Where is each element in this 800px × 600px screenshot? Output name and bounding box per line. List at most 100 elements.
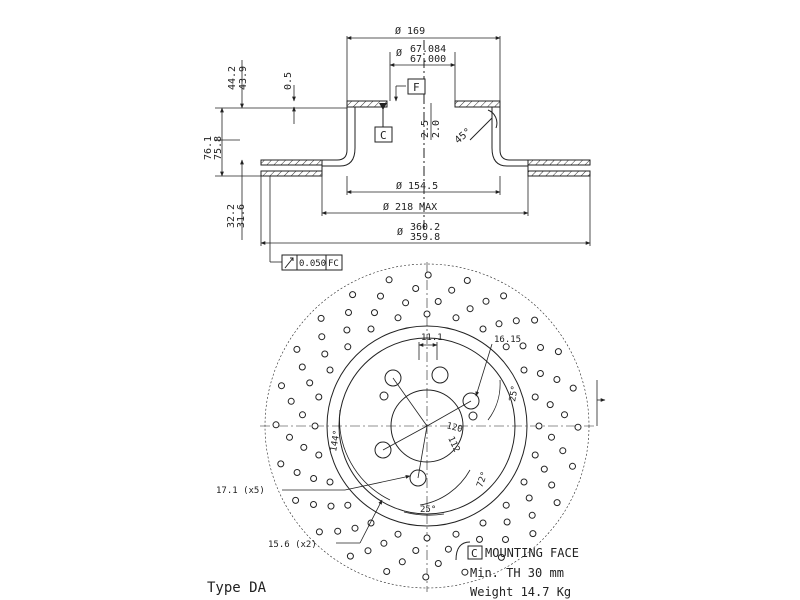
drill-hole [367,325,375,333]
drill-hole [321,350,329,358]
hole-spec-1: 17.1 (x5) [216,486,265,496]
face-dimensions [282,342,606,544]
dim-vent-max: 32.2 [226,204,237,228]
drill-hole [528,511,536,519]
drill-hole [300,443,308,451]
drill-hole [278,382,285,390]
drill-hole [537,344,544,351]
drill-hole [385,276,393,284]
dim-hub-dia: Ø 169 [395,25,425,37]
drill-hole [531,393,539,401]
hat-wall-right [499,107,528,161]
hat-wall-right-inner [491,107,528,167]
drill-hole [422,573,430,581]
dim-chamfer-min: 2.0 [431,120,442,138]
drill-hole [520,478,528,486]
drill-hole [448,286,456,294]
drill-hole [553,499,561,507]
drill-hole [315,528,323,536]
dim-pcd2: 112 [445,435,461,454]
bolt-hole [431,366,449,384]
drill-hole [310,475,318,482]
dim-chamfer-max: 2.5 [420,120,431,138]
drill-holes [272,271,582,581]
mounting-letter-frame [467,545,483,560]
angle-a: 25° [508,385,521,403]
drill-hole [540,465,548,473]
dim-pilot-max: 67.084 [410,44,446,55]
drill-hole [502,501,510,509]
drill-hole [327,502,335,510]
weight: Weight 14.7 Kg [470,585,571,599]
drill-hole [364,547,372,555]
drill-hole [310,501,317,508]
notes-bracket [455,541,471,561]
tolerance-value: 0.050 [299,259,326,269]
ring-left-bottom [260,170,323,177]
pilot-prefix: Ø [396,47,402,59]
drill-hole [512,317,520,325]
hat-top-left [346,100,388,108]
dim-inner-dia: Ø 154.5 [396,180,438,192]
drill-hole [318,333,326,341]
drill-hole [519,342,527,350]
min-thickness: Min. TH 30 mm [470,566,564,580]
drill-hole [345,309,352,316]
drill-hole [394,530,402,538]
drill-hole [559,447,567,455]
hole-spec-2: 15.6 (x2) [268,540,317,550]
datum-f-frame [407,78,426,95]
mounting-face: MOUNTING FACE [485,546,579,560]
bolt-hole-small [379,391,389,401]
drill-hole [349,291,357,299]
tolerance-ref: FC [328,259,339,269]
drill-hole [383,568,391,575]
mounting-letter: C [471,547,478,560]
dim-total-h-max: 76.1 [203,136,214,160]
drill-hole [343,326,351,334]
drill-hole [548,481,556,489]
drill-hole [344,501,352,509]
angle-d: 25° [420,505,436,515]
drill-hole [461,568,469,576]
drill-hole [502,343,510,351]
drill-hole [286,433,293,441]
drill-hole [482,297,490,305]
drill-hole [452,530,460,538]
dim-total-h-min: 75.8 [213,136,224,160]
drill-hole [569,384,577,392]
drill-hole [434,298,442,305]
drill-hole [536,370,544,377]
outer-prefix: Ø [397,226,403,238]
dim-outer-max: 360.2 [410,222,440,233]
drill-hole [412,547,420,554]
dim-vent-min: 31.6 [236,204,247,228]
drill-hole [277,460,285,468]
drill-hole [311,422,319,430]
drill-hole [423,534,431,542]
drill-hole [546,401,554,409]
drill-hole [476,535,483,543]
drill-hole [463,277,471,284]
drill-hole [334,527,342,535]
drill-hole [574,423,582,431]
drill-hole [531,316,539,324]
drill-hole [380,539,388,547]
drill-hole [287,397,295,405]
dim-pilot-min: 67.000 [410,54,446,65]
drill-hole [293,469,301,476]
drill-hole [500,292,508,300]
hat-wall-left-inner [322,107,356,167]
drill-hole [479,519,487,527]
drill-hole [520,366,528,374]
drill-hole [326,366,334,374]
drill-hole [495,320,503,328]
drill-hole [529,530,537,538]
section-dimensions [215,36,591,263]
drill-hole [394,314,402,322]
drill-hole [293,345,301,353]
drill-hole [292,496,300,504]
drill-hole [346,552,354,560]
drill-hole [398,558,406,566]
drill-hole [452,314,460,322]
